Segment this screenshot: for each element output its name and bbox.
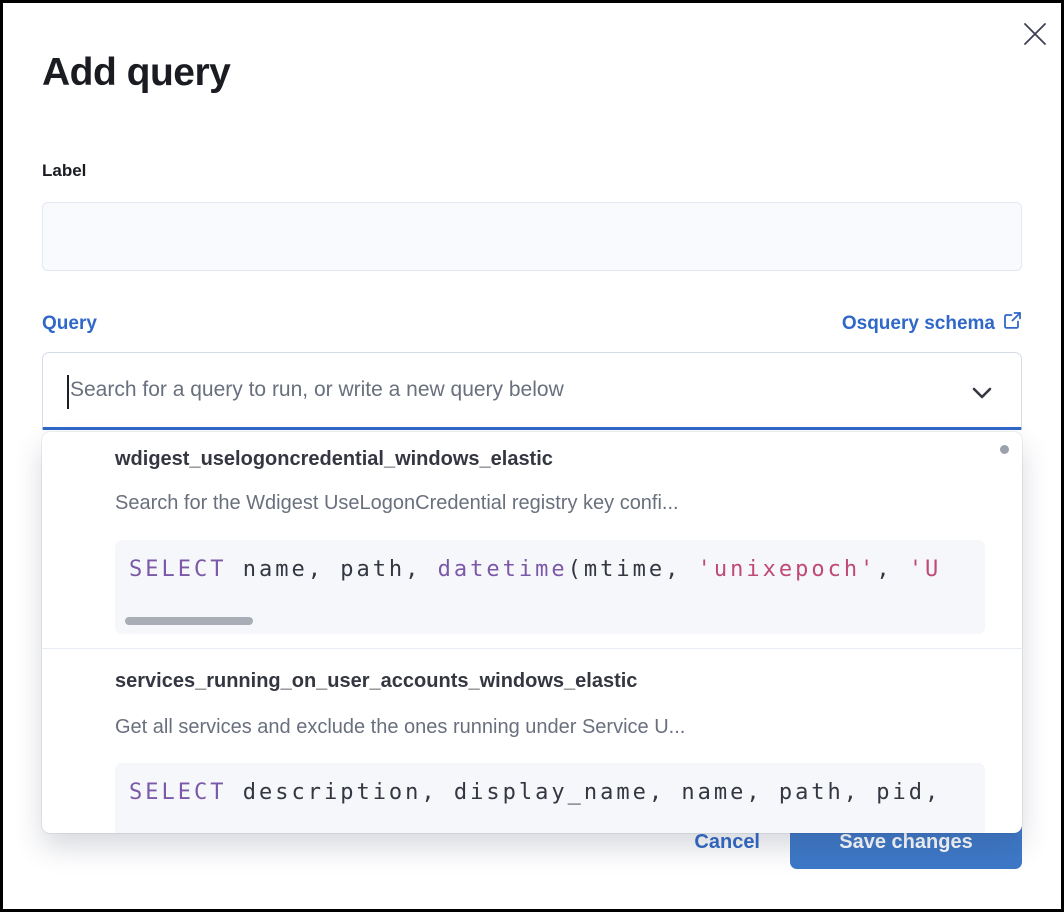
close-icon <box>1017 21 1053 47</box>
query-field-label: Query <box>42 312 97 334</box>
query-option-description: Get all services and exclude the ones ru… <box>115 716 686 738</box>
query-search-input[interactable] <box>70 353 950 427</box>
query-suggestions-dropdown: wdigest_uselogoncredential_windows_elast… <box>42 432 1022 833</box>
label-input[interactable] <box>42 202 1022 271</box>
sql-text: description, display_name, name, path, p… <box>226 780 942 805</box>
vertical-scrollbar-thumb[interactable] <box>1000 445 1009 454</box>
close-button[interactable] <box>1017 16 1053 52</box>
sql-keyword: SELECT <box>129 780 227 805</box>
query-option-sql-preview: SELECT name, path, datetime(mtime, 'unix… <box>115 540 985 634</box>
option-divider <box>42 648 1022 649</box>
cancel-button[interactable]: Cancel <box>694 830 760 853</box>
sql-text: , <box>876 557 909 582</box>
chevron-down-icon[interactable] <box>969 380 995 411</box>
external-link-icon <box>1003 311 1022 336</box>
query-field-header: Query Osquery schema <box>42 311 1022 336</box>
sql-function: datetime <box>437 557 568 582</box>
sql-keyword: SELECT <box>129 557 227 582</box>
query-combobox <box>42 352 1022 430</box>
sql-string: 'U <box>908 557 942 582</box>
sql-code-line: SELECT description, display_name, name, … <box>115 763 985 805</box>
query-option-description: Search for the Wdigest UseLogonCredentia… <box>115 492 679 514</box>
text-cursor <box>67 375 69 409</box>
sql-code-line: SELECT name, path, datetime(mtime, 'unix… <box>115 540 985 582</box>
query-option-title: services_running_on_user_accounts_window… <box>115 670 638 692</box>
sql-text: name, path, <box>226 557 438 582</box>
osquery-schema-link-label: Osquery schema <box>841 312 995 334</box>
osquery-schema-link[interactable]: Osquery schema <box>842 311 1022 336</box>
query-option-title: wdigest_uselogoncredential_windows_elast… <box>115 448 553 470</box>
sql-string: 'unixepoch' <box>697 557 877 582</box>
sql-text: (mtime, <box>567 557 698 582</box>
query-option-sql-preview: SELECT description, display_name, name, … <box>115 763 985 833</box>
horizontal-scrollbar-thumb[interactable] <box>125 617 253 625</box>
label-field-label: Label <box>42 161 87 180</box>
page-title: Add query <box>42 51 231 94</box>
